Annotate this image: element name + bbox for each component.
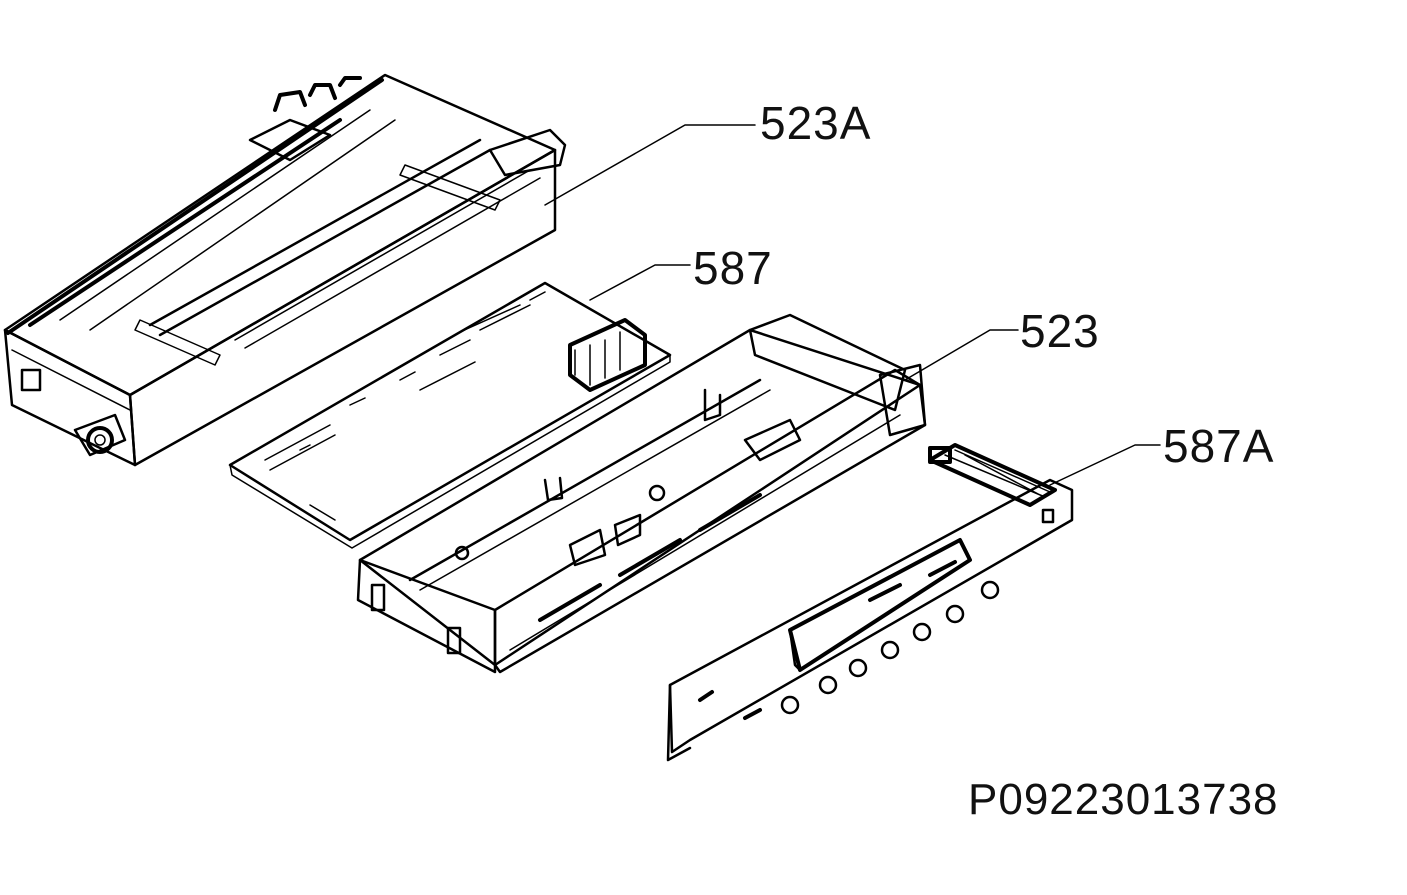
callout-label-523: 523	[1020, 305, 1100, 357]
leader-587	[589, 264, 691, 301]
callout-label-523a: 523A	[760, 97, 872, 149]
callout-label-587: 587	[693, 242, 773, 294]
leader-523a	[544, 124, 756, 206]
callout-label-587a: 587A	[1163, 420, 1275, 472]
callout-leaders	[544, 124, 1161, 486]
leader-587a	[1049, 444, 1161, 486]
part-523-tray	[356, 313, 927, 674]
part-587a-control-board	[666, 443, 1074, 762]
control-knobs	[780, 580, 1000, 715]
part-587-board	[228, 281, 672, 549]
drawing-code: P09223013738	[968, 775, 1279, 824]
leader-523	[904, 329, 1019, 381]
part-523a-cover	[3, 73, 567, 467]
